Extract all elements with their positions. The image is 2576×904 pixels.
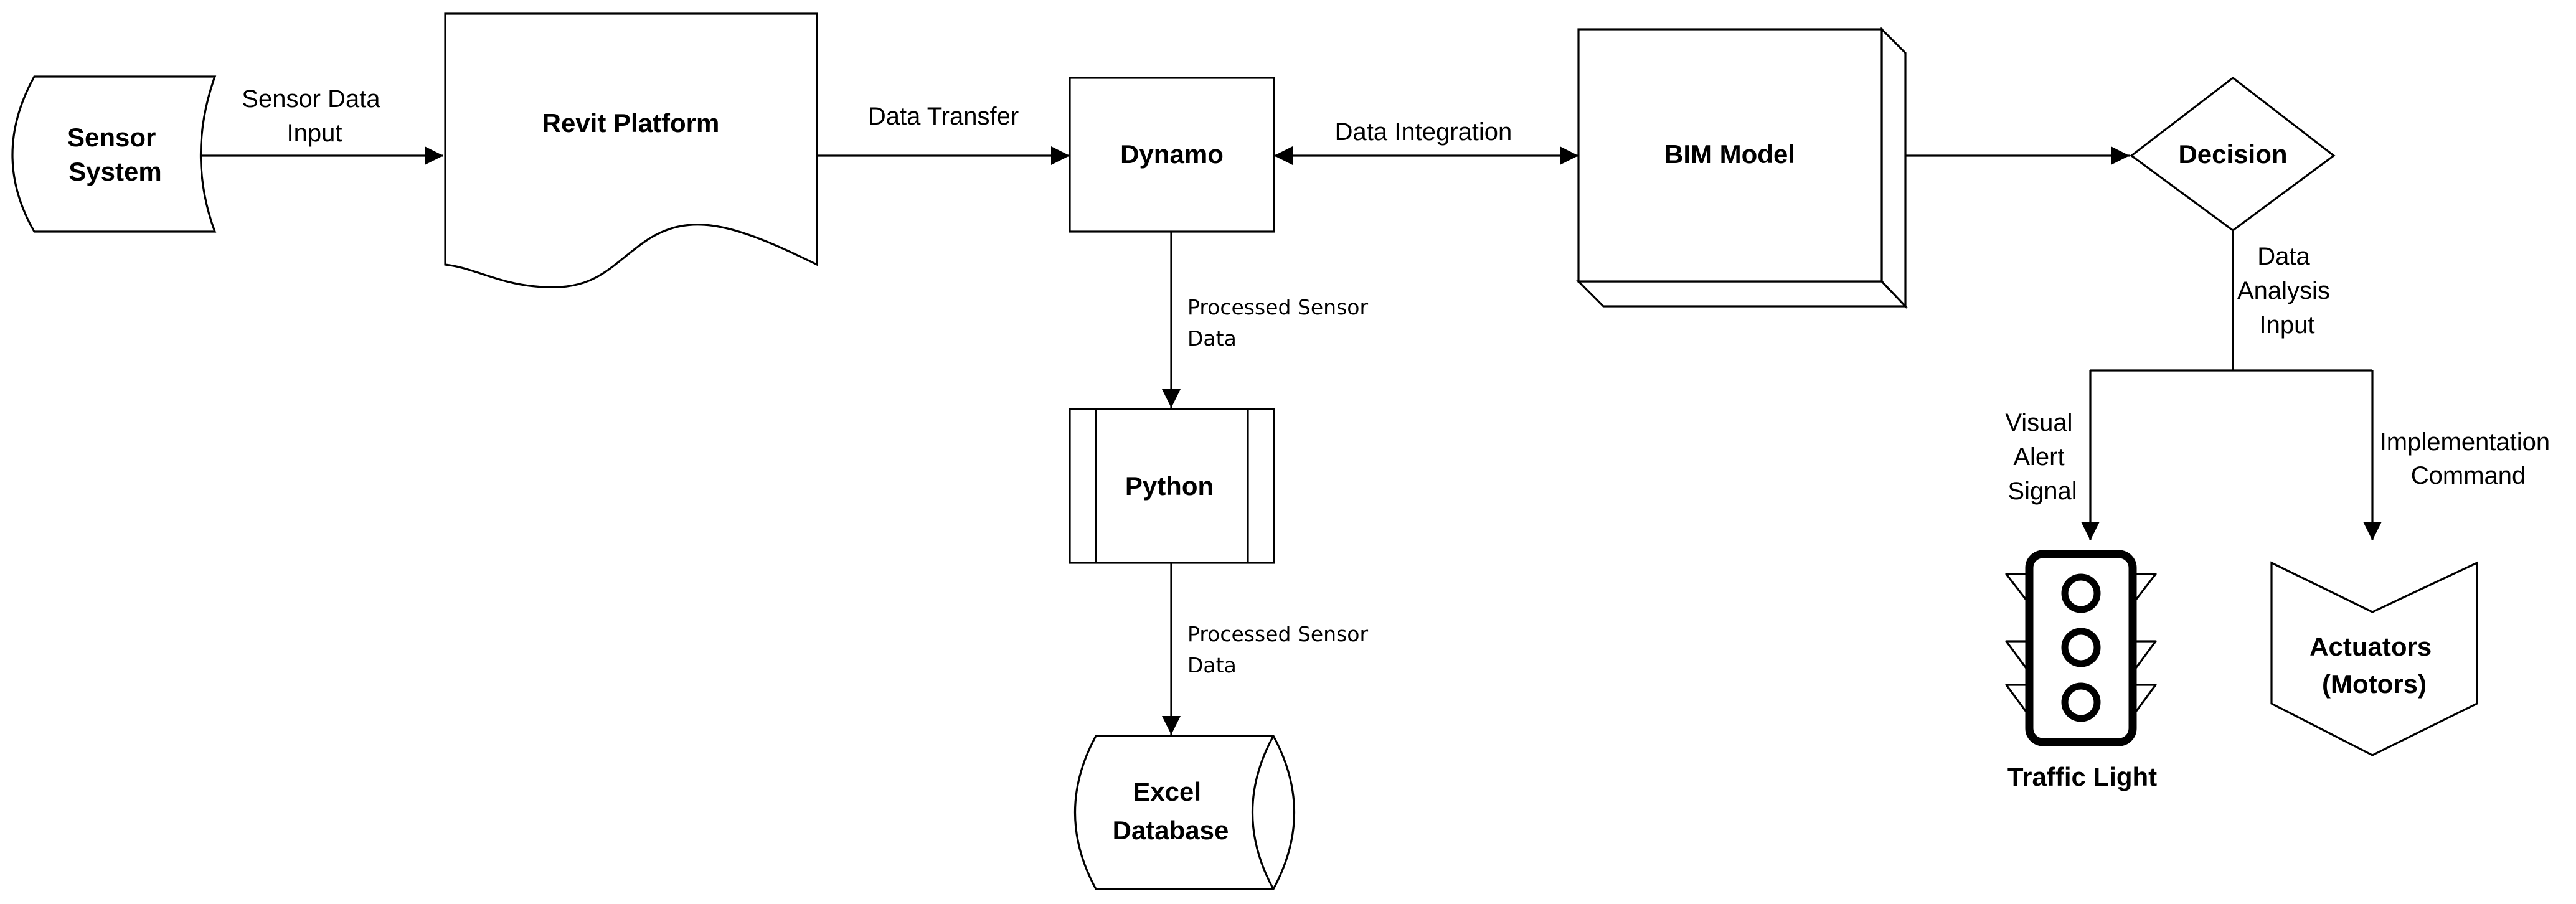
node-label: Dynamo bbox=[1120, 139, 1224, 169]
box-side-face bbox=[1880, 27, 1907, 309]
edge-dynamo-to-python bbox=[1162, 232, 1181, 408]
arrowhead bbox=[1274, 146, 1293, 165]
edge-label-data-transfer: Data Transfer bbox=[868, 103, 1019, 130]
arrowhead bbox=[1051, 146, 1070, 165]
node-sensor-system: Sensor System bbox=[11, 75, 217, 233]
node-bim-model: BIM Model bbox=[1576, 27, 1908, 309]
arrowhead bbox=[2111, 146, 2130, 165]
node-label: Decision bbox=[2178, 139, 2287, 169]
decision-diamond bbox=[2130, 76, 2336, 232]
node-label: Revit Platform bbox=[542, 108, 720, 138]
edge-revit-to-dynamo bbox=[817, 146, 1070, 165]
traffic-light-label: Traffic Light bbox=[2007, 762, 2157, 791]
edge-label-data-integration: Data Integration bbox=[1335, 118, 1512, 146]
node-label: Actuators (Motors) bbox=[2309, 632, 2439, 699]
stored-data-shape bbox=[11, 75, 217, 233]
arrowhead bbox=[1162, 716, 1181, 735]
node-label: Sensor System bbox=[67, 123, 163, 186]
node-label: Excel Database bbox=[1113, 777, 1229, 845]
arrowhead bbox=[425, 146, 443, 165]
traffic-light-icon bbox=[2005, 550, 2157, 746]
arrowhead bbox=[2363, 522, 2382, 540]
edge-label-sensor-data-input: Sensor Data Input bbox=[242, 85, 387, 147]
node-excel-database: Excel Database bbox=[1074, 735, 1295, 890]
edge-decision-branches bbox=[2081, 230, 2382, 540]
box-front-face bbox=[1577, 28, 1883, 283]
edge-bim-to-decision bbox=[1882, 146, 2130, 165]
node-label: BIM Model bbox=[1664, 139, 1795, 169]
predefined-process-box bbox=[1069, 408, 1275, 564]
arrowhead bbox=[1162, 389, 1181, 408]
edge-label-visual-alert-signal: Visual Alert Signal bbox=[2005, 409, 2079, 505]
arrowhead bbox=[2081, 522, 2100, 540]
edge-label-processed-sensor-data-2: Processed Sensor Data bbox=[1187, 622, 1375, 677]
node-revit-platform: Revit Platform bbox=[444, 12, 818, 288]
edge-python-to-excel bbox=[1162, 563, 1181, 735]
node-decision: Decision bbox=[2130, 76, 2336, 232]
edge-label-implementation-command: Implementation Command bbox=[2380, 428, 2557, 489]
edge-label-data-analysis-input: Data Analysis Input bbox=[2237, 243, 2337, 339]
edge-sensor-to-revit bbox=[199, 146, 443, 165]
node-label: Python bbox=[1125, 471, 1214, 501]
box-bottom-face bbox=[1576, 280, 1908, 308]
document-shape bbox=[444, 12, 818, 288]
direct-access-storage-shape bbox=[1074, 735, 1295, 890]
node-actuators: Actuators (Motors) bbox=[2270, 561, 2478, 756]
node-dynamo: Dynamo bbox=[1069, 77, 1275, 233]
node-python: Python bbox=[1069, 408, 1275, 564]
arrowhead bbox=[1560, 146, 1578, 165]
edge-dynamo-bim-bidirectional bbox=[1274, 146, 1578, 165]
off-page-connector-shape bbox=[2270, 561, 2478, 756]
edge-label-processed-sensor-data-1: Processed Sensor Data bbox=[1187, 295, 1375, 351]
process-box bbox=[1069, 77, 1275, 233]
